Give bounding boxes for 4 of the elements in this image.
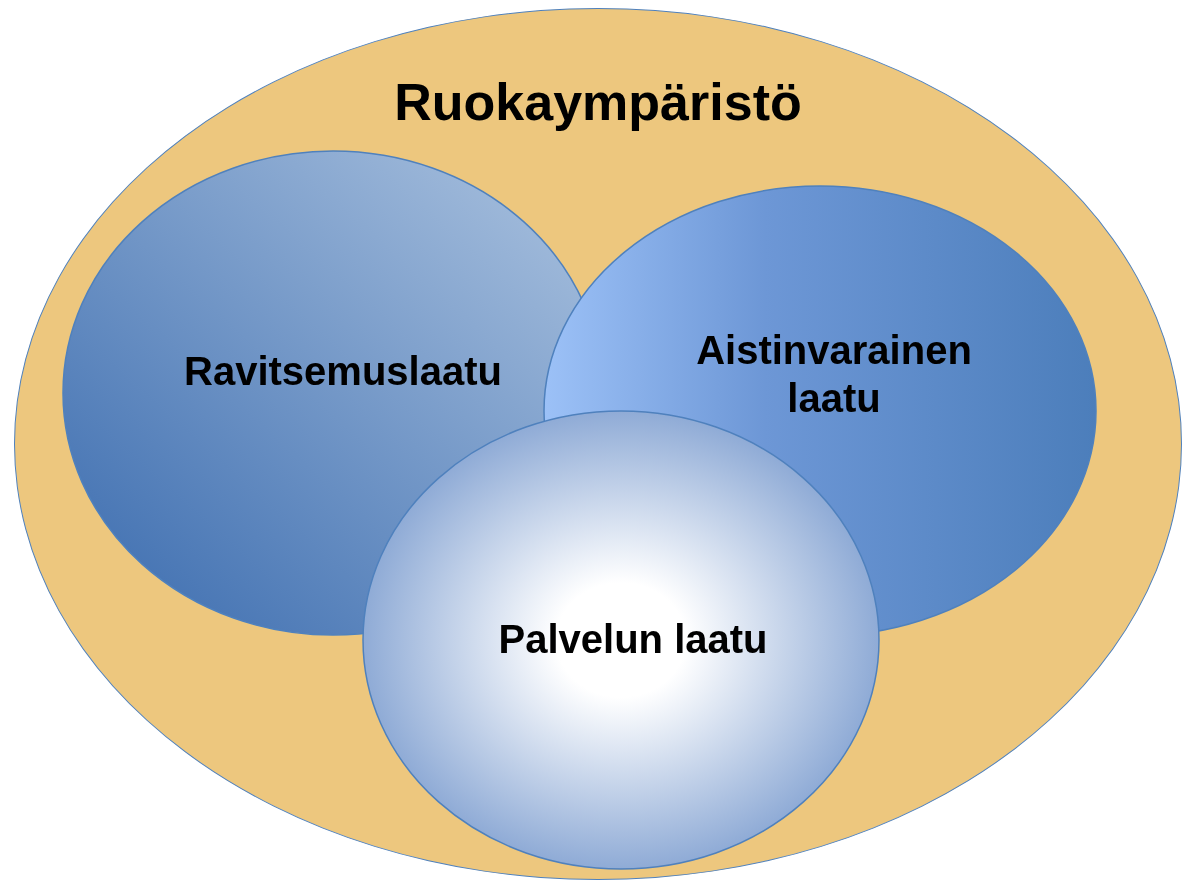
- heading: Ruokaympäristö: [393, 72, 803, 133]
- ellipse-label: Palvelun laatu: [497, 616, 769, 663]
- ellipse-label: Ravitsemuslaatu: [183, 348, 503, 395]
- ellipse-label: Aistinvarainen laatu: [695, 327, 973, 422]
